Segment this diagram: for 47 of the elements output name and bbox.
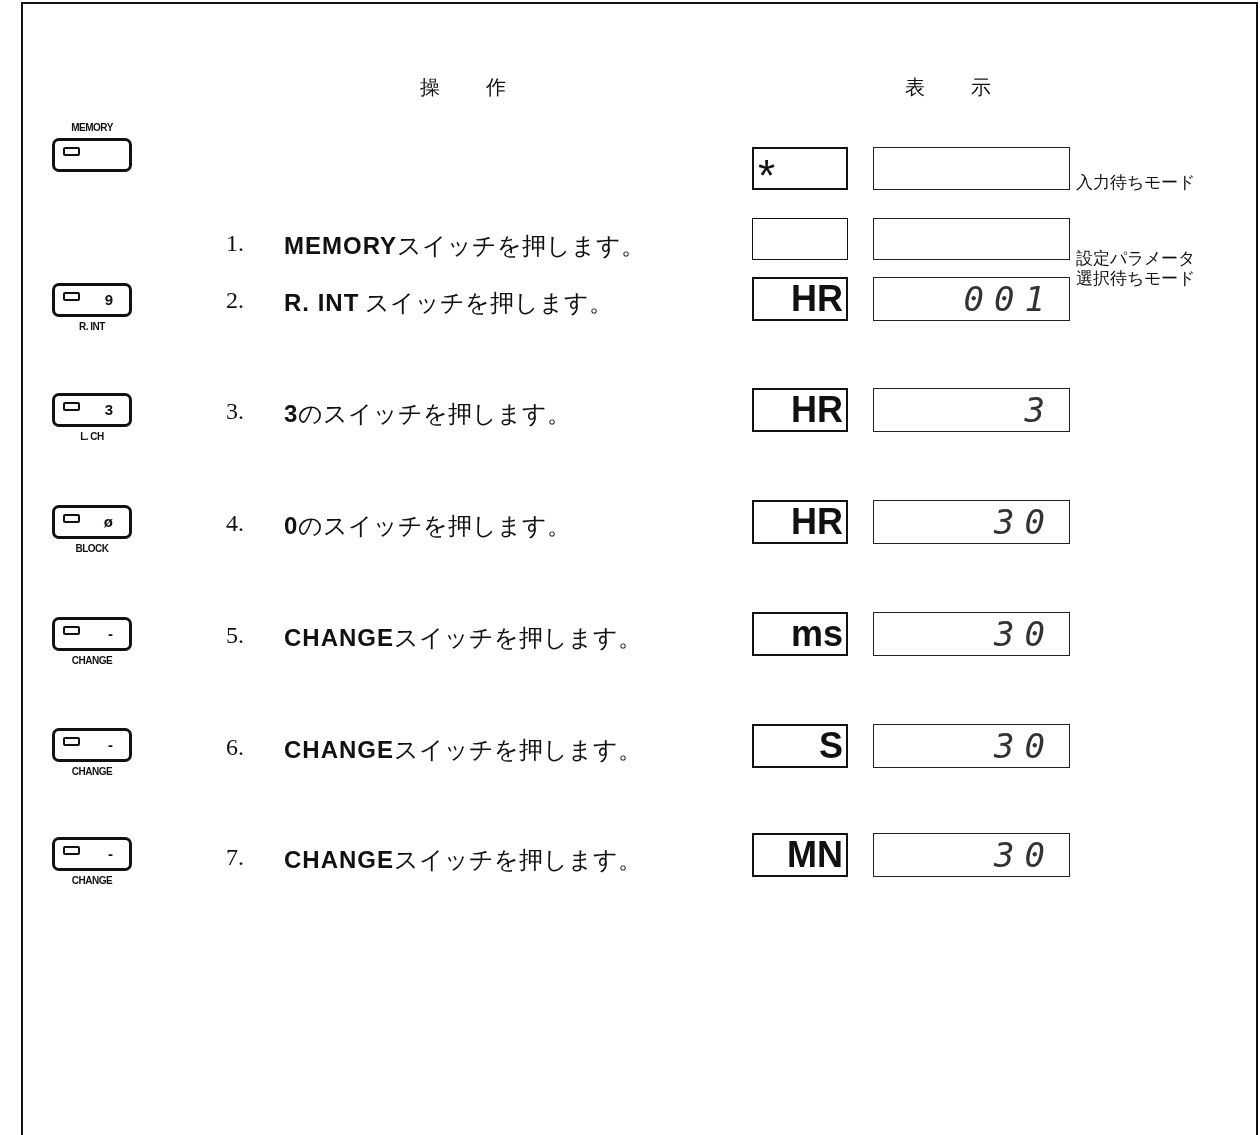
step-number: 6. — [226, 734, 244, 761]
step-text: CHANGEスイッチを押します。 — [284, 623, 642, 653]
value-display: 3 — [873, 388, 1070, 432]
step-text: R. INT スイッチを押します。 — [284, 288, 614, 318]
column-heading: 表 示 — [905, 74, 992, 101]
value-display: 30 — [873, 833, 1070, 877]
key-label: R. INT — [78, 321, 107, 332]
key-symbol: 3 — [104, 401, 113, 418]
key-label: CHANGE — [70, 875, 114, 886]
unit-display: HR — [752, 500, 848, 544]
value-display: 30 — [873, 500, 1070, 544]
unit-display: HR — [752, 277, 848, 321]
value-display — [873, 147, 1070, 190]
step-number: 4. — [226, 510, 244, 537]
step-text: 3のスイッチを押します。 — [284, 399, 572, 429]
value-display: 30 — [873, 612, 1070, 656]
step-text: 0のスイッチを押します。 — [284, 511, 572, 541]
key-label: BLOCK — [74, 543, 110, 554]
step-text: MEMORYスイッチを押します。 — [284, 231, 646, 261]
key-label: MEMORY — [70, 122, 114, 133]
step-text: CHANGEスイッチを押します。 — [284, 735, 642, 765]
unit-display — [752, 218, 848, 260]
mode-note: 設定パラメータ選択待ちモード — [1076, 248, 1196, 288]
value-display: 30 — [873, 724, 1070, 768]
step-number: 2. — [226, 287, 244, 314]
key-symbol: ø — [103, 513, 113, 530]
unit-display: MN — [752, 833, 848, 877]
key-symbol: - — [108, 736, 113, 753]
value-display — [873, 218, 1070, 260]
step-number: 7. — [226, 844, 244, 871]
value-display: 001 — [873, 277, 1070, 321]
key-symbol: - — [108, 845, 113, 862]
key-label: L. CH — [79, 431, 105, 442]
key-label: CHANGE — [70, 655, 114, 666]
step-number: 3. — [226, 398, 244, 425]
key-symbol: 9 — [104, 291, 113, 308]
column-heading: 操 作 — [420, 74, 507, 101]
step-number: 5. — [226, 622, 244, 649]
key-symbol: - — [108, 625, 113, 642]
step-text: CHANGEスイッチを押します。 — [284, 845, 642, 875]
key-label: CHANGE — [70, 766, 114, 777]
step-number: 1. — [226, 230, 244, 257]
unit-display: S — [752, 724, 848, 768]
mode-note: 入力待ちモード — [1076, 172, 1196, 192]
unit-display: HR — [752, 388, 848, 432]
unit-display: ms — [752, 612, 848, 656]
unit-display: * — [752, 147, 848, 190]
